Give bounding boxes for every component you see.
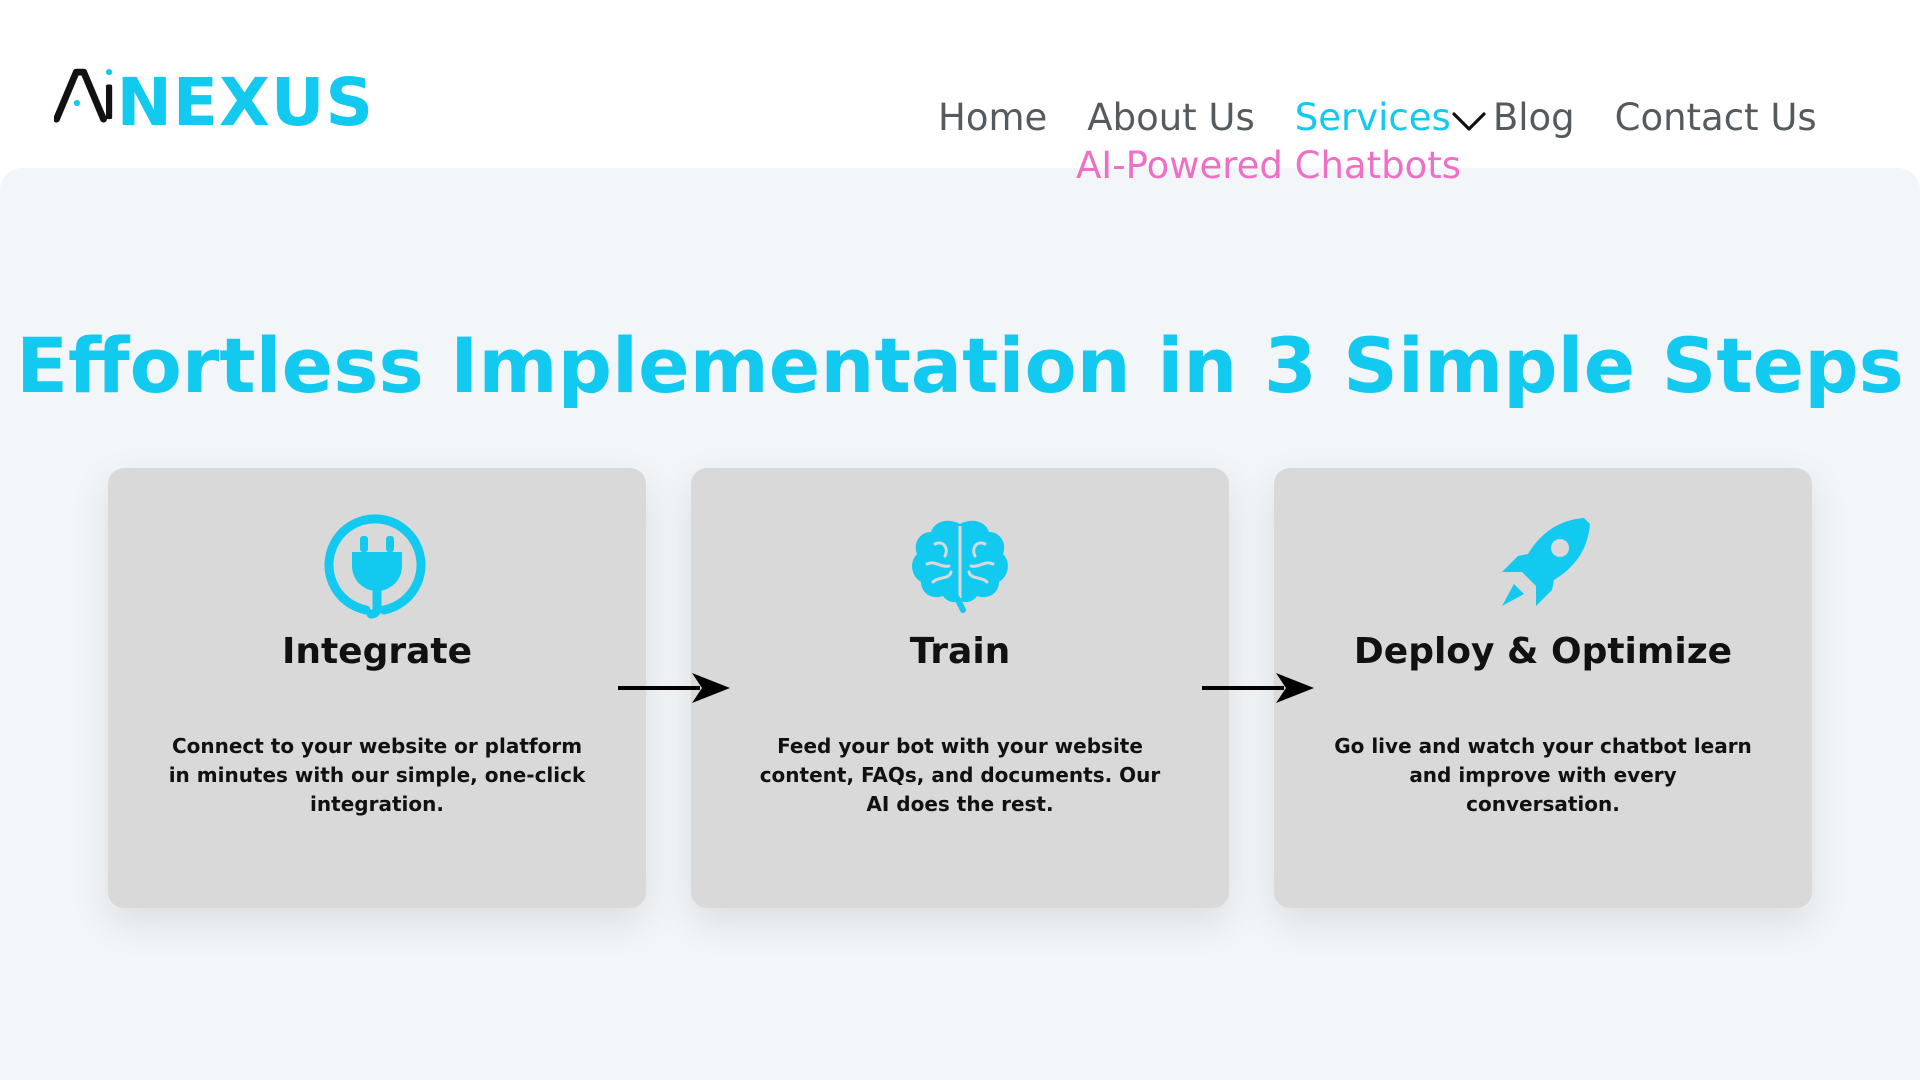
plug-icon <box>324 514 426 619</box>
nav-item-blog[interactable]: Blog <box>1492 96 1575 139</box>
nav-item-contact-us[interactable]: Contact Us <box>1614 96 1817 139</box>
section-headline: Effortless Implementation in 3 Simple St… <box>16 321 1904 410</box>
step-title: Train <box>909 631 1011 672</box>
nav-item-services[interactable]: Services <box>1295 96 1487 140</box>
step-description: Go live and watch your chatbot learn and… <box>1334 734 1752 816</box>
step-title: Integrate <box>281 631 473 672</box>
brain-icon <box>912 520 1008 613</box>
chevron-down-icon[interactable] <box>1451 108 1487 136</box>
step-card-deploy-optimize: Deploy & Optimize Go live and watch your… <box>1274 468 1812 908</box>
rocket-icon <box>1502 518 1590 606</box>
site-header: NEXUS Home About Us Services Blog Contac… <box>0 0 1920 187</box>
step-description: Feed your bot with your website content,… <box>759 734 1161 816</box>
nav-item-about-us[interactable]: About Us <box>1087 96 1255 139</box>
step-card-train: Train Feed your bot with your website co… <box>691 468 1229 908</box>
arrow-right-icon <box>618 673 730 703</box>
nav-item-home[interactable]: Home <box>938 96 1048 139</box>
logo-ai-mark-icon <box>54 68 113 123</box>
main-nav: Home About Us Services Blog Contact Us <box>938 96 1817 140</box>
logo[interactable]: NEXUS <box>54 52 374 138</box>
logo-wordmark: NEXUS <box>116 64 374 141</box>
step-description: Connect to your website or platform in m… <box>168 734 586 816</box>
step-card-integrate: Integrate Connect to your website or pla… <box>108 468 646 908</box>
arrow-right-icon <box>1202 673 1314 703</box>
step-title: Deploy & Optimize <box>1353 631 1733 672</box>
services-submenu-item-ai-powered-chatbots[interactable]: AI-Powered Chatbots <box>1076 144 1462 187</box>
nav-item-services-label: Services <box>1294 96 1451 139</box>
